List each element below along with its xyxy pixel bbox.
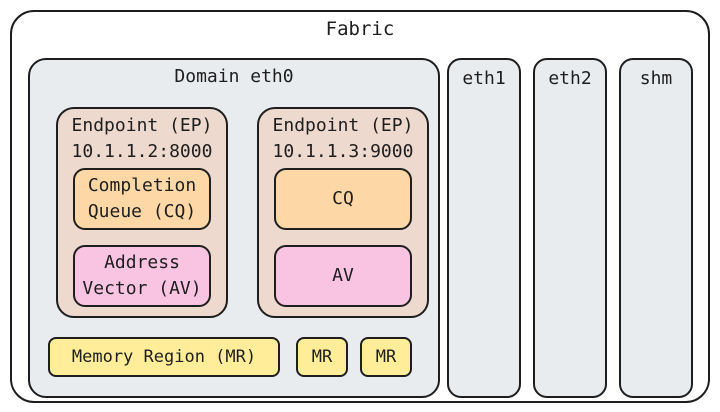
domain-eth1-label: eth1: [462, 68, 506, 89]
domain-title: Domain eth0: [174, 66, 294, 87]
endpoint-address: 10.1.1.3:9000: [272, 141, 414, 162]
domain-shm-label: shm: [639, 68, 673, 89]
domain-eth2: eth2: [533, 58, 607, 398]
domain-eth2-label: eth2: [548, 68, 592, 89]
endpoint-title: Endpoint (EP): [71, 115, 213, 136]
domain-eth1: eth1: [447, 58, 521, 398]
address-vector: AV: [274, 245, 412, 307]
fabric-container: Fabric Domain eth0 Endpoint (EP) 10.1.1.…: [10, 10, 710, 403]
completion-queue-label: CQ: [332, 188, 354, 209]
endpoint-2: Endpoint (EP) 10.1.1.3:9000 CQ AV: [257, 107, 429, 318]
memory-region-label: MR: [375, 347, 397, 367]
domain-shm: shm: [619, 58, 693, 398]
endpoint-address: 10.1.1.2:8000: [71, 141, 213, 162]
address-vector-label: AV: [332, 265, 354, 286]
fabric-title: Fabric: [325, 18, 395, 40]
memory-region-label: Memory Region (MR): [71, 347, 257, 367]
memory-region-main: Memory Region (MR): [48, 337, 280, 377]
completion-queue: Completion Queue (CQ): [73, 168, 211, 230]
address-vector: Address Vector (AV): [73, 245, 211, 307]
endpoint-1: Endpoint (EP) 10.1.1.2:8000 Completion Q…: [56, 107, 228, 318]
memory-region-3: MR: [360, 337, 412, 377]
domain-eth0: Domain eth0 Endpoint (EP) 10.1.1.2:8000 …: [28, 58, 440, 398]
address-vector-label: Address Vector (AV): [82, 252, 202, 299]
memory-region-2: MR: [296, 337, 348, 377]
memory-region-label: MR: [311, 347, 333, 367]
completion-queue-label: Completion Queue (CQ): [87, 175, 197, 222]
endpoint-title: Endpoint (EP): [272, 115, 414, 136]
completion-queue: CQ: [274, 168, 412, 230]
